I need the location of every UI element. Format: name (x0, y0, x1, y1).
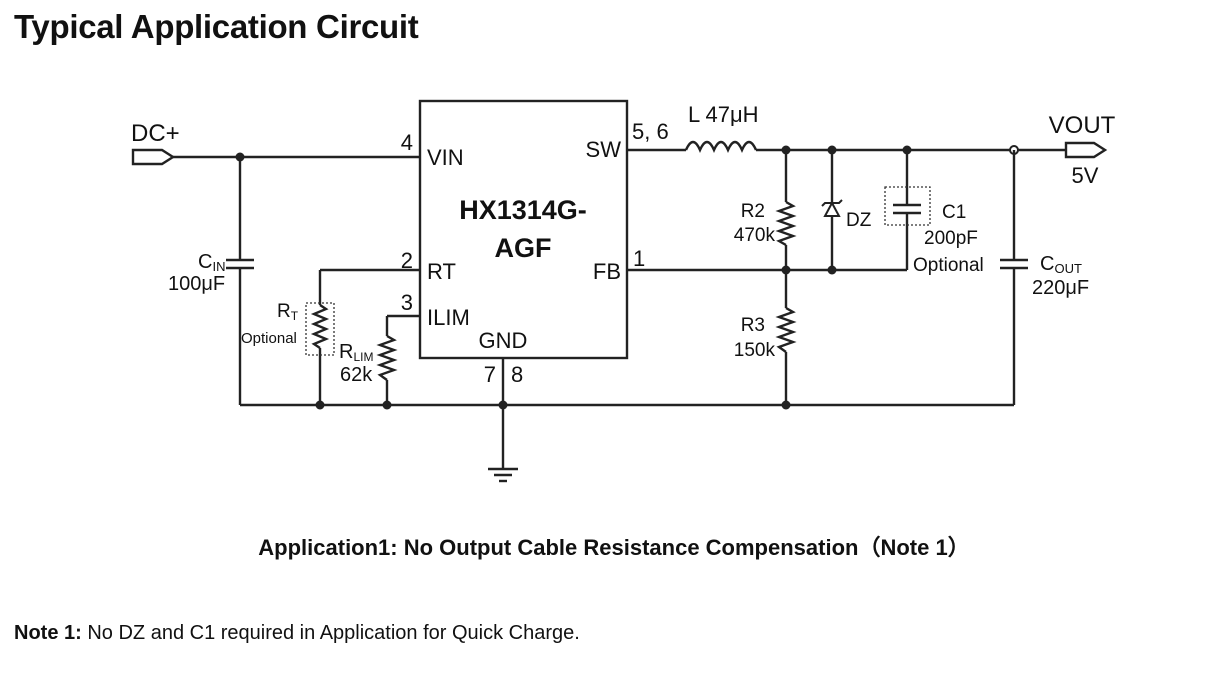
pin-sw-number: 5, 6 (632, 119, 669, 144)
pin-gnd-label: GND (479, 328, 528, 353)
inductor-label: L 47μH (688, 102, 759, 127)
c1-optional-box (884, 186, 931, 226)
pin-sw-label: SW (586, 137, 622, 162)
footnote: Note 1: No DZ and C1 required in Applica… (14, 622, 580, 645)
r3-resistor (775, 306, 797, 353)
r2-label: R2 (741, 201, 765, 222)
footnote-text: No DZ and C1 required in Application for… (81, 622, 580, 644)
figure-caption: Application1: No Output Cable Resistance… (258, 535, 970, 560)
pin-fb-label: FB (593, 259, 621, 284)
rlim-resistor (376, 334, 398, 381)
input-label: DC+ (131, 120, 180, 147)
pin-fb-number: 1 (633, 246, 645, 271)
c1-value: 200pF (924, 228, 978, 249)
rlim-label: RLIM (339, 341, 373, 364)
pin-ilim-label: ILIM (427, 305, 470, 330)
dz-label: DZ (846, 210, 872, 231)
zener-diode-triangle (823, 200, 841, 217)
output-label: VOUT (1049, 112, 1116, 139)
ic-name-line1: HX1314G- (459, 195, 587, 225)
r3-value: 150k (734, 340, 776, 361)
cout-value: 220μF (1032, 277, 1089, 299)
ic-name-line2: AGF (495, 233, 552, 263)
inductor-coil (684, 140, 758, 153)
ic-body (418, 99, 629, 360)
output-port-arrow (1064, 141, 1108, 159)
rt-label: RT (277, 301, 299, 323)
r2-value: 470k (734, 225, 776, 246)
pin-ilim-number: 3 (401, 290, 413, 315)
rlim-value: 62k (340, 364, 373, 386)
pin-gnd-number-a: 7 (484, 362, 496, 387)
cin-label: CIN (198, 251, 225, 274)
rt-optional-note: Optional (241, 330, 297, 347)
rt-resistor (310, 304, 330, 349)
c1-optional-note: Optional (913, 255, 984, 276)
output-value: 5V (1072, 163, 1099, 188)
pin-rt-number: 2 (401, 248, 413, 273)
pin-rt-label: RT (427, 259, 456, 284)
pin-vin-label: VIN (427, 145, 464, 170)
cout-label: COUT (1040, 253, 1082, 276)
r3-label: R3 (741, 315, 765, 336)
input-port-arrow (131, 148, 176, 166)
footnote-label: Note 1: (14, 622, 82, 644)
r2-resistor (775, 200, 797, 247)
c1-label: C1 (942, 202, 966, 223)
zener-diode-bar (821, 199, 843, 207)
page-title: Typical Application Circuit (14, 8, 419, 45)
pin-vin-number: 4 (401, 130, 413, 155)
rt-optional-box (305, 302, 335, 356)
cin-value: 100μF (168, 273, 225, 295)
junction (781, 265, 791, 275)
pin-gnd-number-b: 8 (511, 362, 523, 387)
